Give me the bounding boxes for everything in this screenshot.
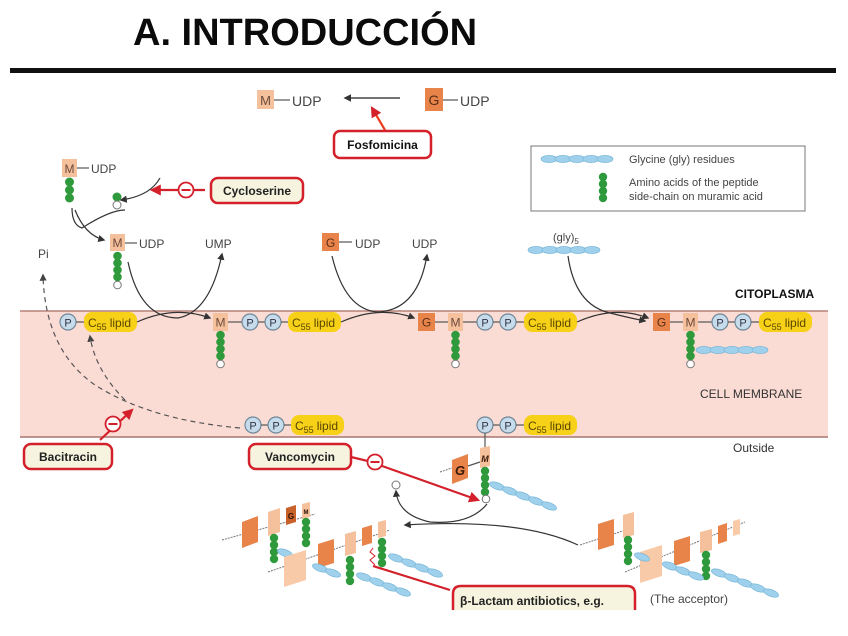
legend-glycine-label: Glycine (gly) residues: [629, 154, 735, 166]
glucosamine-label: G: [657, 316, 666, 330]
ump-release-arrow: [127, 252, 225, 319]
m-udp-pentapeptide: M UDP: [110, 234, 164, 290]
legend-amino-acid-label-line1: Amino acids of the peptide: [629, 177, 759, 189]
gly5-chain: [527, 246, 601, 254]
vancomycin-button[interactable]: Vancomycin: [247, 442, 353, 471]
muramic-label: M: [65, 162, 75, 176]
acceptor-chain: [579, 512, 779, 598]
muramic-label: M: [451, 316, 461, 330]
phosphate-label: P: [504, 318, 511, 330]
glucosamine-box: [425, 88, 443, 111]
gly5-label: (gly)5: [553, 232, 579, 246]
glucosamine-label: G: [288, 512, 294, 521]
cell-membrane-label: CELL MEMBRANE: [700, 387, 802, 401]
phosphate-label: P: [249, 421, 256, 433]
glucosamine-label: G: [422, 316, 431, 330]
pi-release-dashed-arrow: [39, 273, 241, 429]
phosphate-label: P: [64, 318, 71, 330]
lipid-transfer-arrow-3: [576, 311, 650, 323]
udp-label: UDP: [292, 93, 322, 109]
assembly-arrow: [71, 207, 126, 240]
peptidoglycan-chain-left: G M: [221, 502, 443, 597]
muramic-label: M: [260, 93, 271, 108]
phosphate-label: P: [504, 421, 511, 433]
m-udp-start: M UDP: [62, 159, 116, 203]
phosphate-label: P: [272, 421, 279, 433]
bacitracin-button[interactable]: Bacitracin: [22, 442, 114, 471]
legend: Glycine (gly) residues Amino acids of th…: [530, 145, 806, 212]
muramic-label: M: [481, 454, 489, 464]
lipid-transfer-arrow-1: [136, 311, 212, 323]
glucosamine-label: G: [326, 236, 335, 250]
glucosamine-label: G: [429, 92, 440, 108]
udp-label: UDP: [139, 237, 164, 251]
dipeptide-arrow: [119, 177, 161, 203]
legend-amino-acid-label-line2: side-chain on muramic acid: [629, 191, 763, 203]
glucosamine-label: G: [455, 463, 465, 478]
g-udp: G UDP: [322, 233, 380, 251]
phosphate-label: P: [739, 318, 746, 330]
transglycosylation-arrow: [403, 521, 579, 546]
top-reaction: M UDP G UDP Fosfomicina: [257, 88, 490, 160]
bacitracin-label: Bacitracin: [39, 450, 97, 464]
phosphate-label: P: [269, 318, 276, 330]
outside-unit: G M: [439, 446, 557, 511]
dipeptide: [112, 192, 122, 210]
pi-label: Pi: [38, 247, 49, 261]
fosfomicina-arrow: [370, 106, 386, 131]
ump-label: UMP: [205, 237, 232, 251]
udp-label: UDP: [460, 93, 490, 109]
muramic-label: M: [113, 236, 123, 250]
glycine-chain-icon: [540, 155, 614, 163]
beta-lactam-arrow: [372, 564, 451, 592]
phosphate-label: P: [481, 421, 488, 433]
released-d-ala: [391, 480, 401, 490]
udp-label: UDP: [355, 237, 380, 251]
cycloserine-label: Cycloserine: [223, 184, 291, 198]
crosslink-break-icon: [369, 547, 376, 566]
muramic-box: [257, 90, 274, 109]
phosphate-label: P: [246, 318, 253, 330]
muramic-label: M: [686, 316, 696, 330]
title-divider: [10, 68, 836, 73]
muramic-label: M: [304, 510, 309, 516]
cycloserine-inhibit-icon: [177, 181, 195, 199]
lipid-transfer-arrow-2: [340, 311, 416, 323]
phosphate-label: P: [481, 318, 488, 330]
phosphate-label: P: [716, 318, 723, 330]
transpeptidation-arrow: [392, 489, 488, 523]
vancomycin-inhibit-icon: [366, 453, 384, 471]
udp-released-label: UDP: [412, 237, 437, 251]
page-title: A. INTRODUCCIÓN: [133, 12, 478, 54]
bacitracin-inhibit-icon: [104, 415, 122, 433]
vancomycin-label: Vancomycin: [265, 450, 335, 464]
lipid-recycle-dashed-arrow: [87, 334, 126, 401]
udp-label: UDP: [91, 162, 116, 176]
beta-lactam-button[interactable]: β-Lactam antibiotics, e.g.: [451, 584, 637, 610]
muramic-label: M: [216, 316, 226, 330]
outside-label: Outside: [733, 441, 775, 455]
udp-release-arrow: [331, 253, 430, 313]
cycloserine-button[interactable]: Cycloserine: [209, 176, 305, 205]
citoplasma-label: CITOPLASMA: [735, 287, 814, 301]
fosfomicina-label: Fosfomicina: [347, 138, 418, 152]
beta-lactam-label: β-Lactam antibiotics, e.g.: [460, 594, 604, 608]
fosfomicina-button[interactable]: Fosfomicina: [332, 129, 433, 160]
acceptor-label: (The acceptor): [650, 592, 728, 606]
amino-acid-chain-icon: [598, 172, 608, 203]
